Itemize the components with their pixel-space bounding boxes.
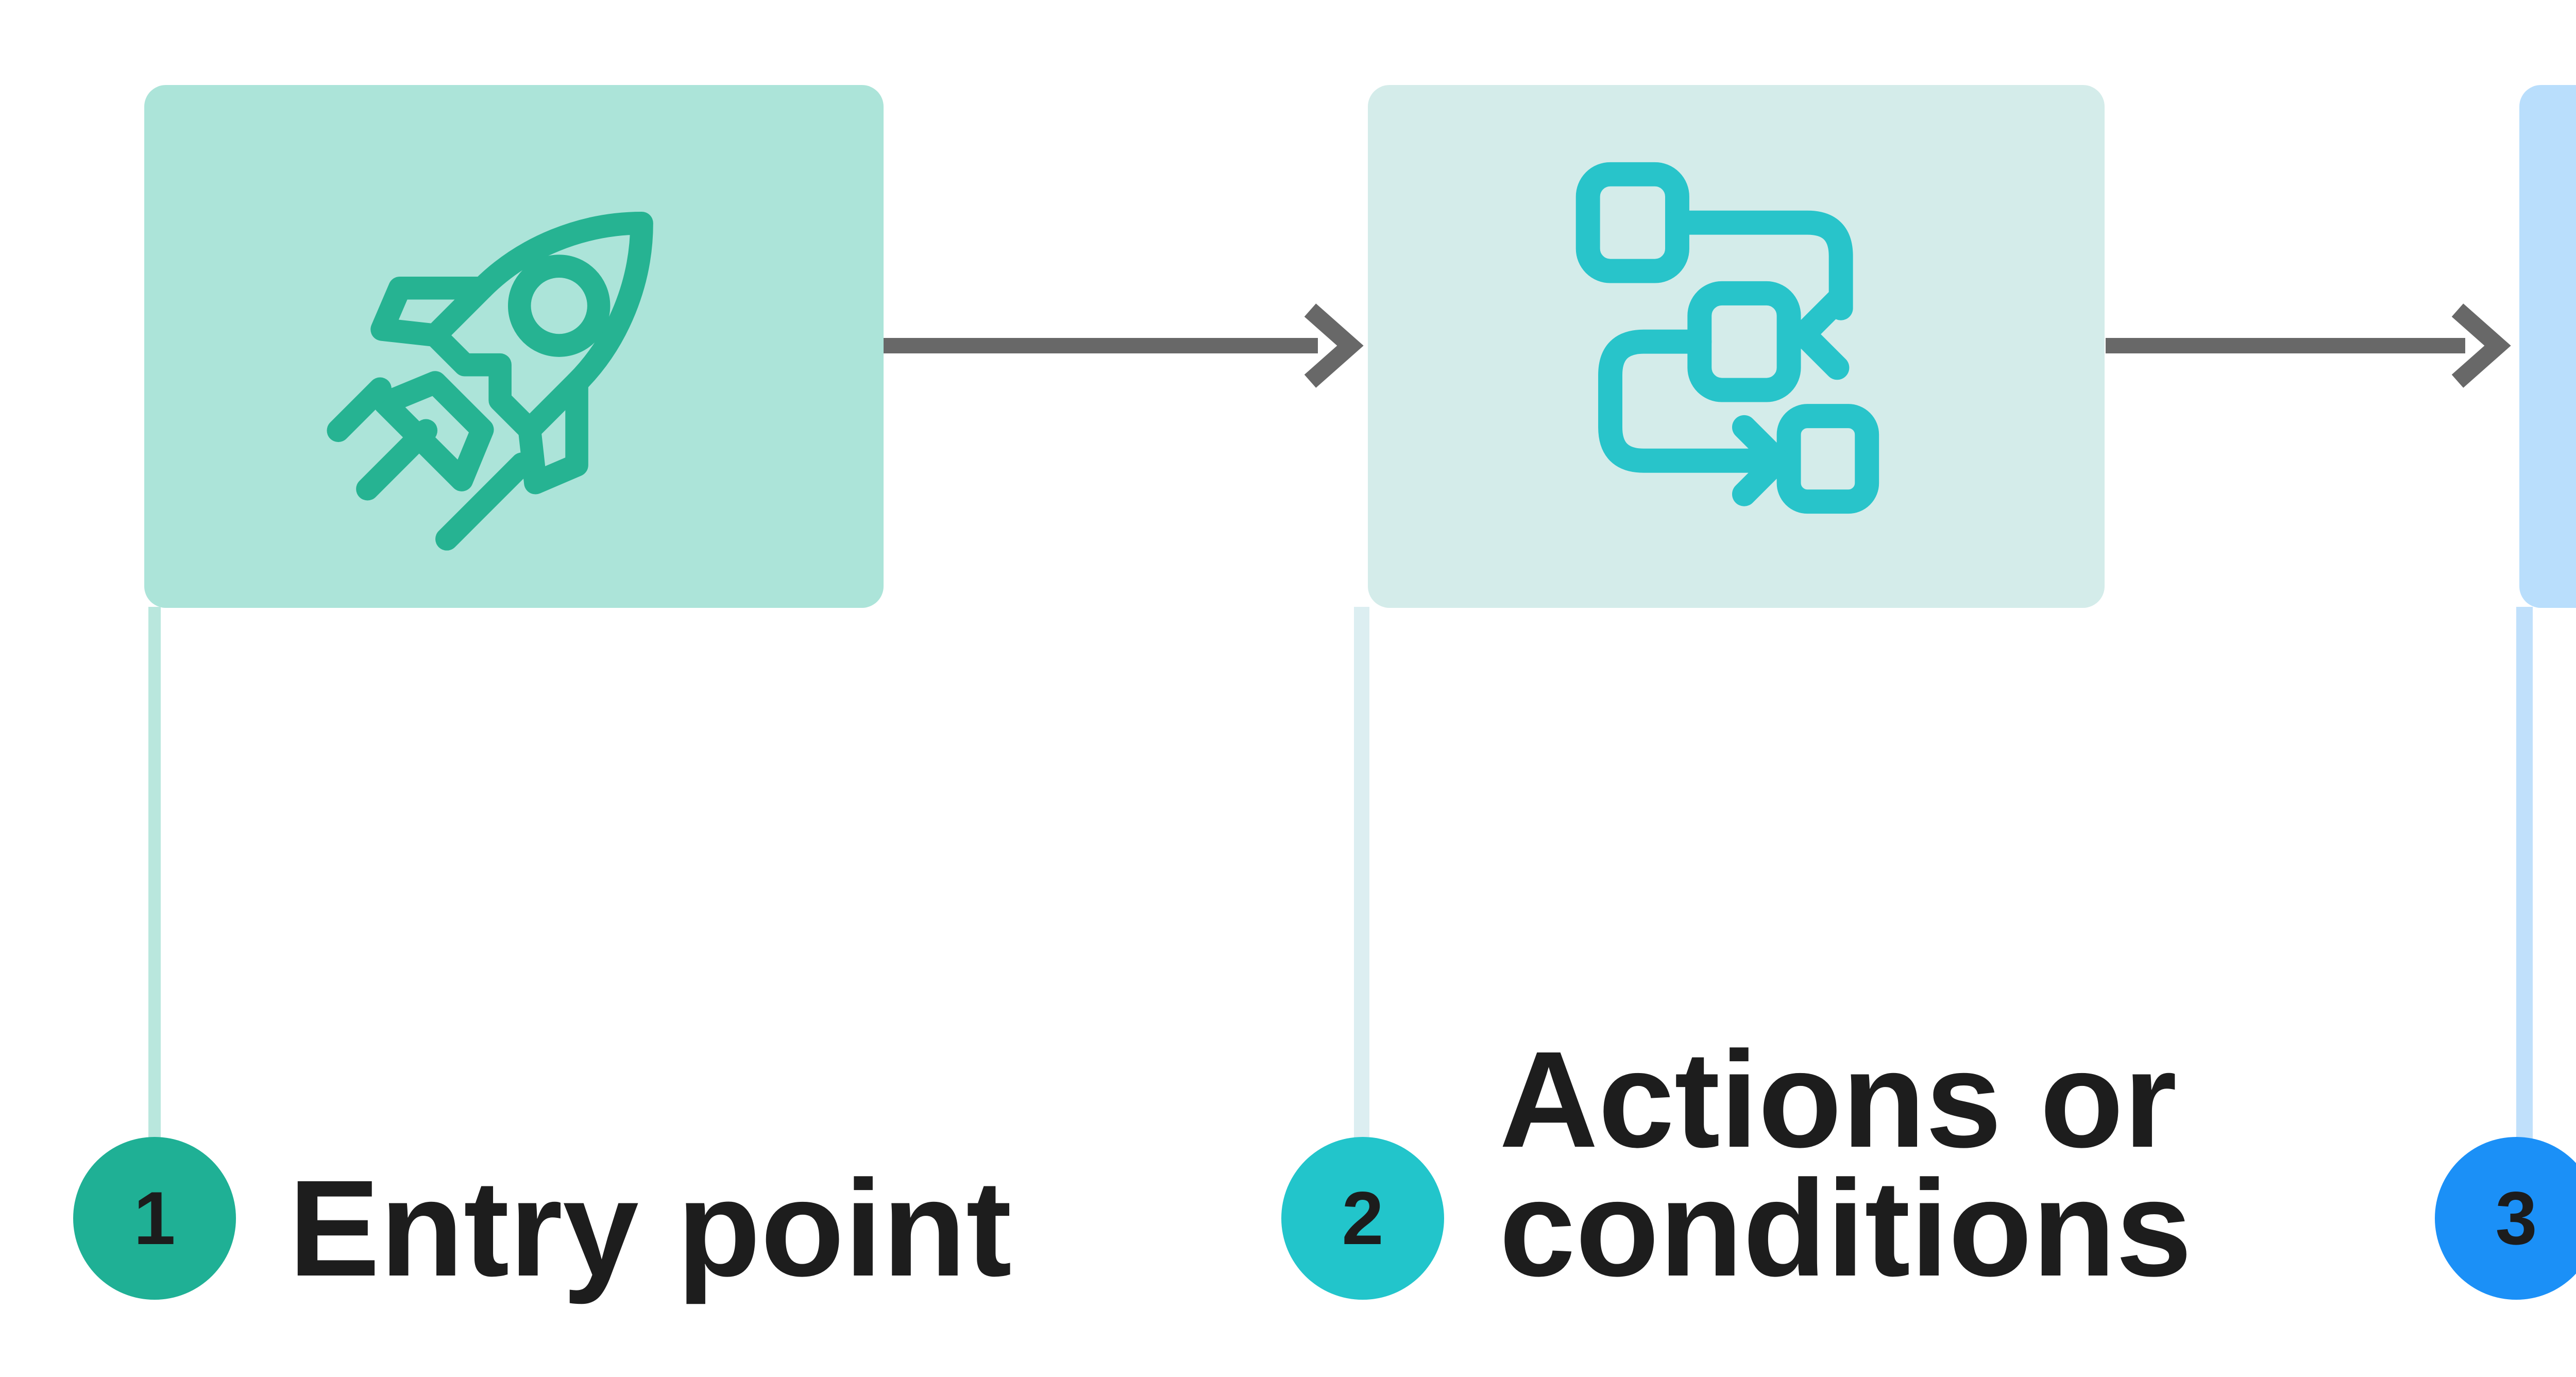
step2-label: Actions or conditions bbox=[1499, 1023, 2192, 1305]
step2-label-line: Actions or bbox=[1499, 1023, 2177, 1176]
step2-label-line: conditions bbox=[1499, 1152, 2192, 1305]
step1-label: Entry point bbox=[289, 1152, 1012, 1305]
step3-exit-box bbox=[2519, 85, 2576, 608]
step2-number-badge: 2 bbox=[1281, 1137, 1444, 1300]
step3-connector-line bbox=[2516, 607, 2533, 1138]
step2-number: 2 bbox=[1342, 1176, 1384, 1260]
step1-label-line: Entry point bbox=[289, 1152, 1012, 1305]
arrow-step1-to-step2 bbox=[884, 303, 1364, 388]
step2-connector-line bbox=[1354, 607, 1369, 1138]
step1-connector-line bbox=[148, 607, 161, 1138]
step2-actions-box bbox=[1368, 85, 2105, 608]
step1-number: 1 bbox=[133, 1176, 176, 1260]
step1-number-badge: 1 bbox=[73, 1137, 236, 1300]
step3-number-badge: 3 bbox=[2435, 1137, 2576, 1300]
step1-entry-point-box bbox=[144, 85, 884, 608]
step3-number: 3 bbox=[2495, 1176, 2537, 1260]
workflow-icon bbox=[1575, 162, 1879, 514]
rocket-icon bbox=[327, 211, 653, 551]
arrow-step2-to-step3 bbox=[2106, 303, 2511, 388]
